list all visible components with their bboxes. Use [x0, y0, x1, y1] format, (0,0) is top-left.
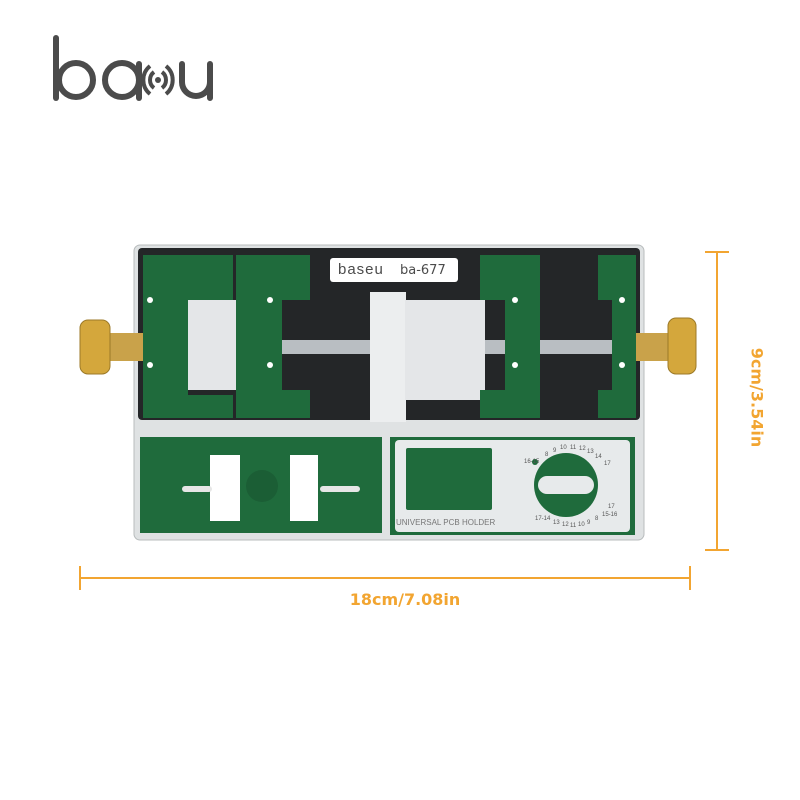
dial-number: 16-15: [524, 459, 540, 465]
dial-number: 17: [608, 504, 615, 510]
dial-number: 11: [570, 523, 577, 529]
badge-brand: baseu: [338, 261, 384, 278]
dial-number: 17: [604, 461, 611, 467]
dial-number: 14: [595, 454, 602, 460]
dial-number: 10: [578, 522, 585, 528]
dial-number: 12: [562, 522, 569, 528]
model-number: ba-677: [400, 263, 446, 278]
dial-number: 17-14: [535, 516, 551, 522]
dial-number: 9: [587, 520, 591, 526]
brand-logo: [53, 35, 213, 101]
dial-number: 8: [545, 452, 549, 458]
plate-label: UNIVERSAL PCB HOLDER: [396, 518, 496, 527]
height-dimension-label: 9cm/3.54in: [747, 347, 767, 448]
dial-number: 13: [553, 520, 560, 526]
width-dimension-label: 18cm/7.08in: [349, 590, 461, 609]
dial-number: 13: [587, 449, 594, 455]
dial-number: 11: [570, 445, 577, 451]
dial-number: 12: [579, 446, 586, 452]
dial-number: 8: [595, 516, 599, 522]
dial-number: 10: [560, 445, 567, 451]
dial-number: 9: [553, 448, 557, 454]
dial-number: 15-16: [602, 512, 618, 518]
